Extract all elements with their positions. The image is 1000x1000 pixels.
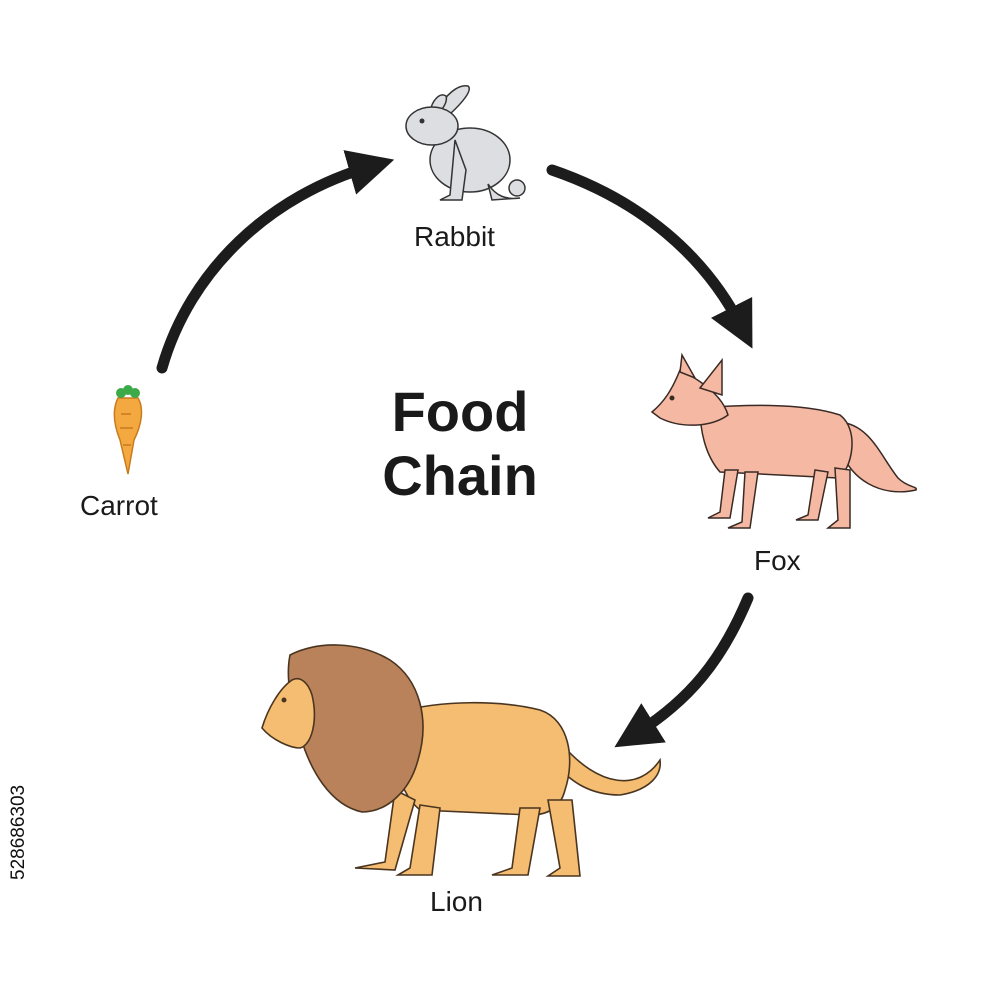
stock-image-id: 528686303: [8, 784, 29, 880]
arrow-fox-to-lion: [614, 592, 754, 748]
node-label-rabbit: Rabbit: [414, 221, 495, 252]
arrow-carrot-to-rabbit: [156, 150, 395, 374]
fox-icon: [650, 352, 917, 529]
node-label-carrot: Carrot: [80, 490, 158, 521]
title-line-2: Chain: [382, 444, 538, 507]
lion-icon: [261, 644, 661, 877]
node-label-fox: Fox: [754, 545, 801, 576]
rabbit-icon: [405, 85, 526, 201]
title-line-1: Food: [391, 380, 529, 443]
node-label-lion: Lion: [430, 886, 483, 917]
carrot-icon: [113, 385, 143, 475]
arrow-rabbit-to-fox: [546, 164, 753, 349]
diagram-title: Food Chain: [330, 380, 590, 508]
